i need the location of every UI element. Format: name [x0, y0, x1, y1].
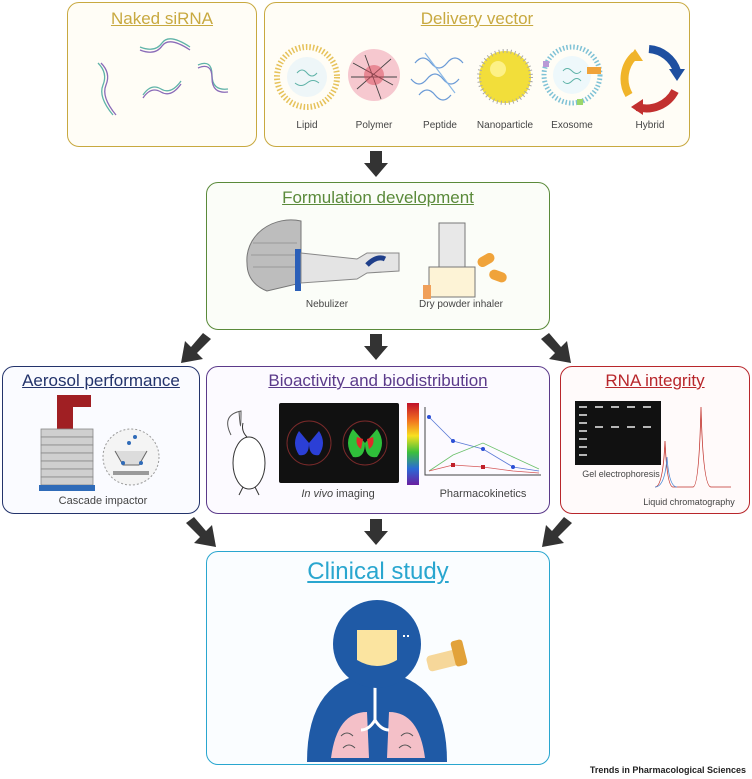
clinical-title: Clinical study [307, 558, 449, 585]
arrow-down-icon [364, 334, 388, 360]
gel-image [575, 401, 661, 465]
clinical-panel: Clinical study [206, 551, 550, 765]
delivery-vector-icons [274, 44, 685, 115]
bio-panel: Bioactivity and biodistribution In vivo … [206, 366, 550, 514]
gel-bands-icon [579, 406, 651, 456]
lung-heatmap-icon [286, 420, 388, 466]
intensity-colorbar [407, 403, 419, 485]
vector-label-hybrid: Hybrid [635, 120, 665, 131]
arrow-down-icon [364, 519, 388, 545]
delivery-vector-panel: Delivery vector [264, 2, 690, 147]
formulation-panel: Formulation development Nebulizer Dry po… [206, 182, 550, 330]
vector-label-polymer: Polymer [355, 120, 393, 131]
vector-label-peptide: Peptide [423, 120, 457, 131]
pharmacokinetics-label: Pharmacokinetics [439, 488, 527, 500]
patient-inhaler-icon [307, 600, 468, 762]
delivery-vector-title: Delivery vector [420, 9, 534, 28]
sirna-strands-icon [97, 38, 229, 116]
vector-label-lipid: Lipid [296, 120, 318, 131]
gel-label: Gel electrophoresis [582, 469, 660, 479]
naked-sirna-panel: Naked siRNA [67, 2, 257, 147]
nebulizer-label: Nebulizer [305, 299, 349, 310]
vector-label-nanoparticle: Nanoparticle [476, 120, 534, 131]
pharmacokinetics-plot-icon [424, 407, 541, 476]
polymer-icon [348, 49, 400, 101]
hybrid-cycle-icon [620, 45, 685, 115]
arrow-down-left-icon [181, 333, 211, 363]
arrow-down-left-icon [542, 517, 572, 547]
cascade-impactor-icon [39, 395, 160, 491]
rna-panel: RNA integrity Gel electrophoresis Liquid… [560, 366, 750, 514]
aerosol-title: Aerosol performance [22, 371, 180, 390]
arrow-down-right-icon [541, 333, 571, 363]
bio-title: Bioactivity and biodistribution [268, 371, 488, 390]
mouse-icon [227, 410, 266, 496]
rna-title: RNA integrity [605, 371, 705, 390]
cascade-impactor-label: Cascade impactor [58, 495, 148, 507]
dry-powder-inhaler-icon [423, 222, 507, 299]
nanoparticle-icon [477, 49, 533, 105]
lipid-icon [274, 44, 340, 110]
lc-label: Liquid chromatography [643, 497, 735, 507]
naked-sirna-title: Naked siRNA [110, 9, 214, 28]
aerosol-panel: Aerosol performance Cascade impactor [2, 366, 200, 514]
in-vivo-imaging-label: In vivo imaging [301, 488, 375, 500]
peptide-icon [410, 52, 464, 101]
arrow-down-right-icon [186, 517, 216, 547]
vector-label-exosome: Exosome [551, 120, 593, 131]
exosome-icon [541, 44, 603, 106]
footer-credit: Trends in Pharmacological Sciences [589, 765, 746, 775]
nebulizer-icon [246, 219, 400, 292]
chromatography-plot-icon [654, 406, 731, 488]
arrow-down-icon [364, 151, 388, 177]
dpi-label: Dry powder inhaler [419, 299, 503, 310]
formulation-title: Formulation development [282, 188, 474, 207]
